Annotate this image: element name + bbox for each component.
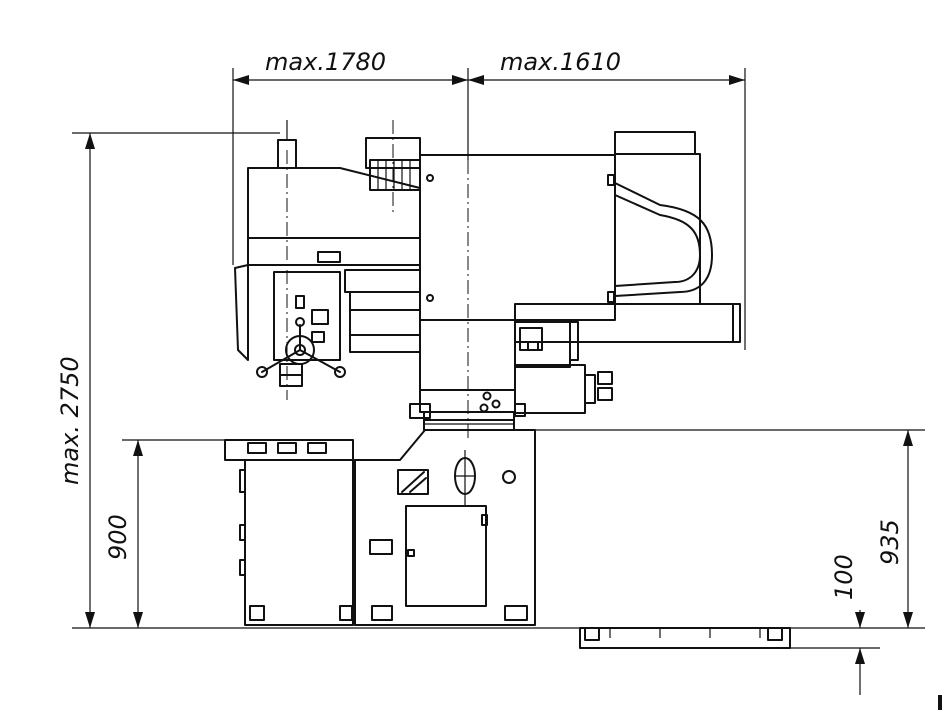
dimension-lines — [72, 68, 925, 695]
motor — [365, 120, 421, 215]
dim-label-max-1780: max.1780 — [265, 48, 386, 76]
dim-label-max-1610: max.1610 — [500, 48, 621, 76]
machine-base — [354, 429, 536, 626]
dim-label-900: 900 — [104, 514, 132, 560]
dim-label-100: 100 — [830, 554, 858, 600]
edge-mark — [938, 695, 942, 710]
dim-label-max-2750: max. 2750 — [56, 356, 84, 485]
floor-plate — [579, 627, 791, 649]
dim-label-935: 935 — [876, 519, 904, 565]
drilling-head — [234, 120, 421, 400]
electric-cabinet — [514, 131, 741, 414]
work-table-left — [224, 439, 356, 626]
